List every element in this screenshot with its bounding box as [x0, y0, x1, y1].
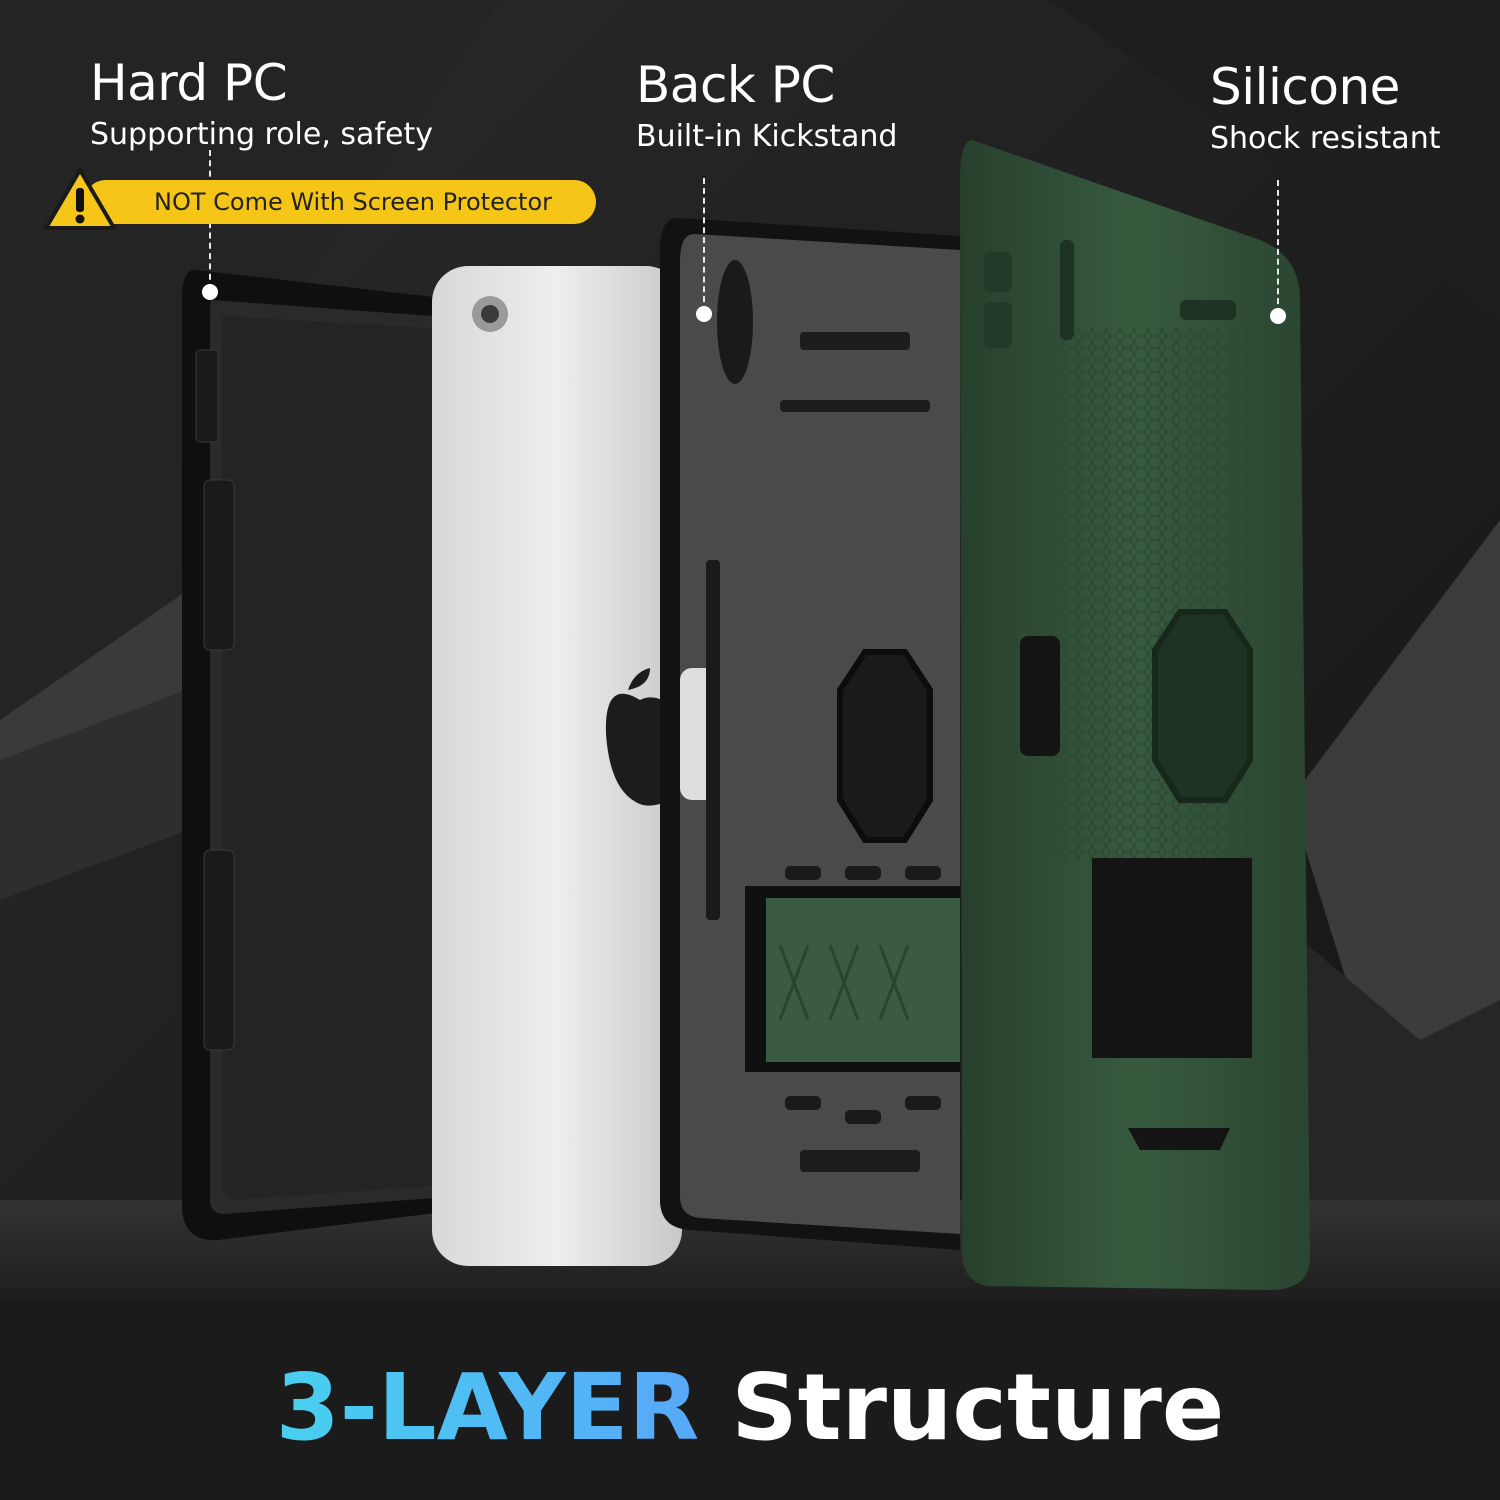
back-pc-title: Back PC: [636, 56, 835, 114]
back-pc-label: Back PC Built-in Kickstand: [636, 60, 897, 152]
headline: 3-LAYER Structure: [0, 1362, 1500, 1454]
screen-protector-warning: NOT Come With Screen Protector: [44, 168, 596, 230]
hard-pc-frame: [182, 269, 460, 1241]
back-pc-shell: [660, 218, 960, 1250]
silicone-leader-line: [1277, 180, 1279, 314]
hard-pc-subtitle: Supporting role, safety: [90, 117, 433, 152]
hard-pc-callout-dot: [202, 284, 218, 300]
headline-accent: 3-LAYER: [275, 1354, 700, 1461]
silicone-subtitle: Shock resistant: [1210, 121, 1441, 156]
warning-pill: NOT Come With Screen Protector: [84, 180, 596, 224]
warning-triangle-icon: [44, 168, 116, 230]
hard-pc-title: Hard PC: [90, 54, 288, 112]
tablet-device: [432, 266, 682, 1266]
hard-pc-label: Hard PC Supporting role, safety: [90, 58, 433, 150]
silicone-shell: [960, 140, 1310, 1290]
silicone-title: Silicone: [1210, 58, 1400, 116]
warning-text: NOT Come With Screen Protector: [154, 188, 553, 216]
silicone-callout-dot: [1270, 308, 1286, 324]
silicone-label: Silicone Shock resistant: [1210, 62, 1440, 154]
back-pc-callout-dot: [696, 306, 712, 322]
back-pc-subtitle: Built-in Kickstand: [636, 119, 898, 154]
headline-rest: Structure: [699, 1354, 1225, 1461]
back-pc-leader-line: [703, 178, 705, 312]
